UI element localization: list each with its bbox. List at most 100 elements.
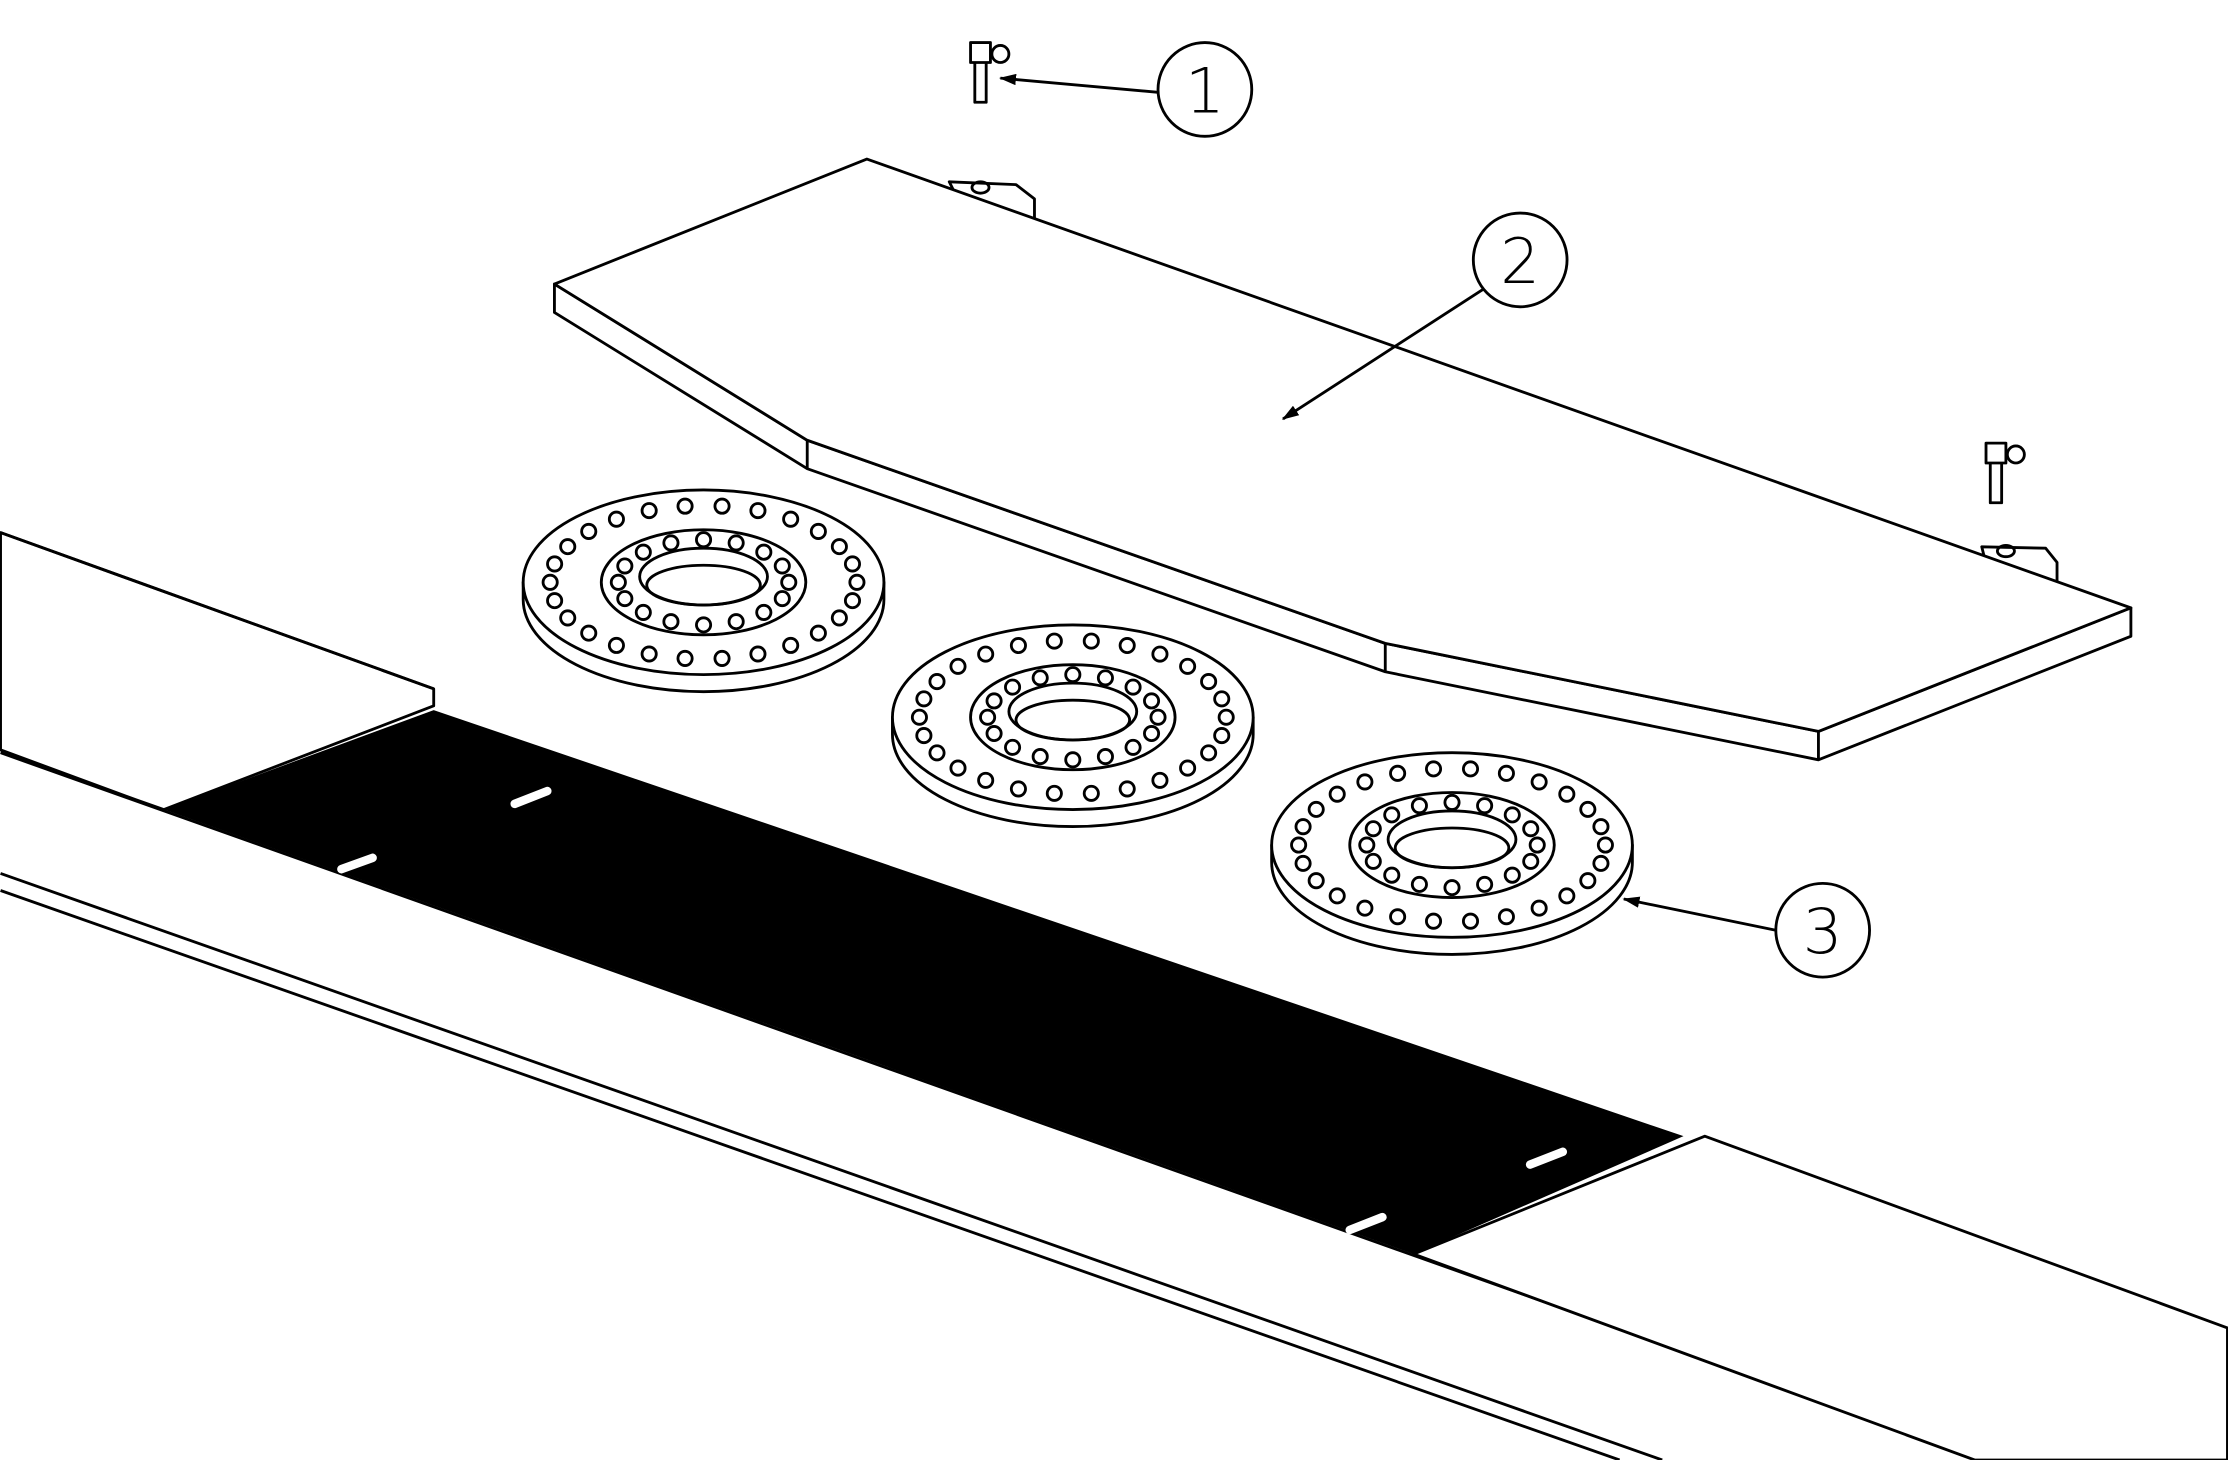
hole: [1031, 669, 1049, 687]
hole: [1389, 764, 1407, 782]
hole: [1307, 800, 1325, 818]
hole: [1356, 899, 1374, 917]
hole: [1143, 725, 1161, 743]
hole: [1004, 678, 1022, 696]
hole: [609, 573, 627, 591]
hole: [1579, 800, 1597, 818]
hole: [1443, 879, 1461, 897]
hole: [1096, 748, 1114, 766]
hole: [755, 543, 773, 561]
hole: [749, 502, 767, 520]
hole: [928, 673, 946, 691]
hole: [616, 557, 634, 575]
perforated-ring: [1270, 751, 1634, 956]
hole: [843, 592, 862, 610]
hole: [1592, 854, 1610, 872]
hole: [1558, 785, 1576, 803]
hole: [1410, 797, 1428, 815]
hole: [915, 727, 933, 745]
hole: [1383, 866, 1401, 884]
hole: [1497, 908, 1515, 926]
hole: [1461, 912, 1480, 930]
hole: [546, 555, 564, 573]
callout-label: 2: [1500, 225, 1540, 298]
hole: [727, 613, 745, 631]
hole: [1530, 899, 1548, 917]
hole: [1149, 708, 1167, 726]
hole: [676, 649, 694, 667]
hole: [1579, 872, 1597, 890]
hole: [780, 573, 798, 591]
hole: [1004, 738, 1022, 756]
hole: [1294, 818, 1312, 836]
hole: [843, 555, 862, 573]
hole: [1528, 836, 1546, 854]
hole: [1064, 666, 1082, 684]
hole: [1356, 773, 1374, 791]
hole: [1522, 820, 1540, 838]
hole: [809, 624, 827, 642]
hole: [830, 609, 848, 627]
hole: [1592, 818, 1610, 836]
hole: [1031, 748, 1049, 766]
hole: [1364, 852, 1382, 870]
callout-2: 2: [1281, 211, 1569, 421]
hole: [773, 590, 791, 608]
slot: [1345, 1212, 1387, 1235]
hole: [1082, 632, 1100, 650]
hole: [1328, 785, 1346, 803]
slot: [510, 786, 552, 809]
hole: [1200, 673, 1218, 691]
hole: [1558, 887, 1576, 905]
hole: [1383, 806, 1401, 824]
hole: [695, 531, 713, 549]
hole: [1476, 875, 1494, 893]
hole: [695, 616, 713, 634]
hole: [580, 624, 598, 642]
recess-channel: [163, 710, 1684, 1255]
slot: [337, 853, 377, 874]
hole: [1213, 727, 1231, 745]
hole: [985, 692, 1003, 710]
hole: [1118, 780, 1136, 798]
hole: [915, 690, 933, 708]
hole: [607, 510, 625, 528]
callout-1: 1: [998, 41, 1254, 138]
perforated-rings: [521, 488, 1634, 956]
hole: [634, 543, 652, 561]
base-structure: [0, 531, 2228, 1460]
hole: [713, 649, 731, 667]
callout-3: 3: [1622, 881, 1871, 979]
hole: [1410, 875, 1428, 893]
hole: [1522, 852, 1540, 870]
hole: [1200, 744, 1218, 762]
hole: [1179, 759, 1197, 777]
hole: [1294, 854, 1312, 872]
hole: [713, 497, 731, 515]
hole: [1217, 708, 1235, 726]
hole: [1045, 632, 1063, 650]
hole: [580, 522, 598, 540]
perforated-ring: [891, 623, 1255, 828]
cover-plate: [553, 157, 2133, 762]
hole: [782, 636, 800, 654]
hole: [1503, 806, 1521, 824]
pin-icon: [1984, 441, 2026, 505]
hole: [662, 534, 680, 552]
hole: [749, 645, 767, 663]
hole: [1389, 908, 1407, 926]
hole: [985, 725, 1003, 743]
hole: [1143, 692, 1161, 710]
hole: [1358, 836, 1376, 854]
hole: [607, 636, 625, 654]
hole: [640, 502, 658, 520]
hole: [1082, 784, 1100, 802]
hole: [616, 590, 634, 608]
hole: [559, 609, 577, 627]
hole: [1124, 738, 1142, 756]
hole: [1290, 836, 1308, 854]
right-slab: [1412, 1134, 2228, 1460]
hole: [727, 534, 745, 552]
